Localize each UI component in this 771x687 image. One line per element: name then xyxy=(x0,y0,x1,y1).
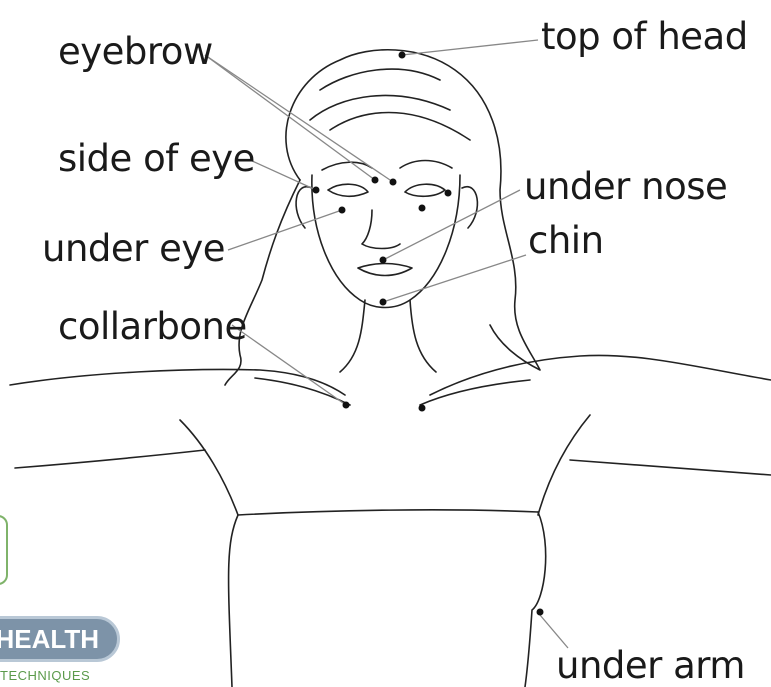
torso-right xyxy=(538,415,590,515)
point-eyebrow-left xyxy=(372,177,379,184)
torso-left xyxy=(180,420,238,515)
hair-strands xyxy=(310,69,470,140)
logo-word: HEALTH xyxy=(0,616,120,662)
point-under-arm xyxy=(537,609,544,616)
leader-under-nose xyxy=(383,190,520,260)
neck xyxy=(340,300,436,372)
arm-lower-left xyxy=(15,450,205,468)
eye-right xyxy=(405,184,445,196)
ear-right xyxy=(462,187,477,228)
hair-left xyxy=(225,180,300,385)
label-side-of-eye: side of eye xyxy=(58,140,255,177)
label-eyebrow: eyebrow xyxy=(58,33,213,70)
dress-left xyxy=(229,515,238,687)
point-chin xyxy=(380,299,387,306)
leader-side-of-eye xyxy=(250,160,316,190)
leader-under-eye xyxy=(228,210,342,250)
point-under-eye-right xyxy=(419,205,426,212)
label-collarbone: collarbone xyxy=(58,308,247,345)
brow-right xyxy=(400,161,452,169)
point-side-of-eye-right xyxy=(445,190,452,197)
logo-mark xyxy=(0,515,8,585)
label-chin: chin xyxy=(528,222,604,259)
dress-right xyxy=(525,512,546,687)
label-under-nose: under nose xyxy=(524,168,727,205)
label-under-arm: under arm xyxy=(556,647,745,684)
label-top-of-head: top of head xyxy=(541,18,748,55)
point-top-of-head xyxy=(399,52,406,59)
point-under-eye-left xyxy=(339,207,346,214)
eye-left xyxy=(328,184,368,196)
point-side-of-eye-left xyxy=(313,187,320,194)
face-outline xyxy=(312,175,460,308)
point-eyebrow-right xyxy=(390,179,397,186)
leader-collarbone xyxy=(232,325,346,405)
leader-top-of-head xyxy=(402,40,538,55)
point-under-nose xyxy=(380,257,387,264)
collarbone-left xyxy=(255,378,350,405)
leader-chin xyxy=(383,255,526,302)
label-under-eye: under eye xyxy=(42,230,225,267)
point-collarbone-left xyxy=(343,402,350,409)
dress-top xyxy=(238,510,538,515)
mouth xyxy=(358,264,412,276)
point-collarbone-right xyxy=(419,405,426,412)
arm-lower-right xyxy=(570,460,771,475)
logo-subtitle: TECHNIQUES xyxy=(0,668,90,683)
shoulder-line-right xyxy=(430,355,771,395)
nose xyxy=(362,210,400,249)
shoulder-line-left xyxy=(10,370,345,395)
